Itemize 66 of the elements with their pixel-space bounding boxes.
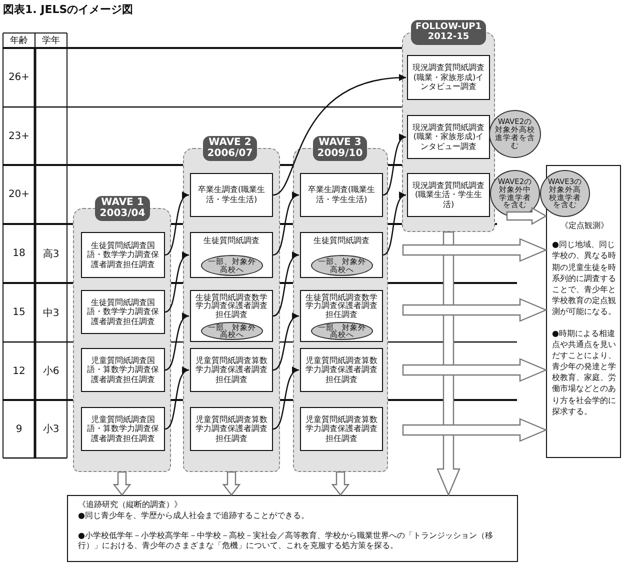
block-arrow: [331, 471, 350, 496]
survey-box: 現況調査質問紙調査(職業・家族形成)インタビュー調査: [407, 115, 490, 159]
age-label: 15: [12, 306, 26, 320]
wave-tab: WAVE 2 2006/07: [203, 136, 257, 161]
survey-box: 卒業生調査(職業生活・学生生活): [300, 173, 383, 217]
curved-arrow: [164, 368, 190, 430]
survey-box: 児童質問紙調査算数学力調査保護者調査担任調査: [190, 348, 273, 392]
figure-title: 図表1. JELSのイメージ図: [3, 2, 134, 17]
curved-arrow: [272, 368, 300, 430]
block-arrow: [402, 298, 548, 322]
survey-box: 卒業生調査(職業生活・学生生活): [190, 173, 273, 217]
grade-label: 小6: [42, 364, 60, 379]
note-heading: 《定点観測》: [560, 220, 610, 232]
survey-box: 現況調査質問紙調査(職業生活・学生生活): [407, 173, 490, 217]
survey-box: [300, 232, 383, 278]
curved-arrow: [272, 74, 406, 196]
block-arrow: [506, 206, 548, 226]
survey-box: 児童質問紙調査算数学力調査保護者調査担任調査: [300, 407, 383, 451]
block-arrow: [402, 418, 548, 442]
survey-text: 生徒質問紙調査: [204, 236, 260, 246]
grade-label: 中3: [42, 306, 60, 320]
note-box: [546, 165, 621, 458]
survey-box: 児童質問紙調査国語・算数学力調査保護者調査担任調査: [81, 407, 165, 451]
age-label: 18: [12, 247, 26, 261]
survey-box: [190, 232, 273, 278]
curved-arrow: [382, 194, 406, 256]
age-label: 20+: [7, 188, 31, 202]
note-text: ●同じ青少年を、学歴から成人社会まで追跡することができる。: [78, 510, 310, 522]
curved-arrow: [382, 136, 406, 196]
curved-arrow: [164, 314, 190, 371]
age-label: 9: [14, 422, 24, 436]
block-arrow: [222, 471, 241, 496]
survey-box: 児童質問紙調査算数学力調査保護者調査担任調査: [300, 348, 383, 392]
survey-box: 生徒質問紙調査国語・数学学力調査保護者調査担任調査: [81, 290, 165, 334]
note-text: ●同じ地域、同じ学校の、異なる時期の児童生徒を時系列的に調査することで、青少年と学校教育の定点観測が可能になる。: [552, 239, 617, 318]
curved-arrow: [164, 194, 190, 256]
survey-box: 児童質問紙調査国語・算数学力調査保護者調査担任調査: [81, 348, 165, 392]
curved-arrow: [272, 254, 300, 317]
grade-label: 小3: [42, 422, 60, 437]
block-arrow: [402, 238, 548, 262]
wave-tab: FOLLOW-UP1 2012-15: [411, 20, 486, 45]
survey-box: 児童質問紙調査算数学力調査保護者調査担任調査: [190, 407, 273, 451]
note-heading: 《追跡研究（縦断的調査）》: [78, 500, 183, 511]
note-text: ●時期による相違点や共通点を見いだすことにより、青少年の発達と学校教育、家庭、労働市場などとのあり方を社会学的に探求する。: [552, 328, 617, 417]
wave-tab: WAVE 1 2003/04: [95, 196, 150, 221]
column-header: 学年: [41, 35, 61, 46]
survey-box: [300, 290, 383, 342]
survey-text: 生徒質問紙調査: [314, 236, 370, 246]
age-label: 12: [12, 364, 26, 378]
survey-text: 生徒質問紙調査数学学力調査保護者調査担任調査: [304, 294, 378, 320]
curved-arrow: [272, 194, 300, 256]
curved-arrow: [272, 314, 300, 371]
survey-box: 現況調査質問紙調査(職業・家族形成)インタビュー調査: [407, 55, 490, 100]
note-box: [67, 495, 518, 562]
age-label: 23+: [7, 130, 31, 144]
age-label: 26+: [7, 71, 31, 85]
survey-box: 生徒質問紙調査国語・数学学力調査保護者調査担任調査: [81, 232, 165, 278]
block-arrow: [402, 358, 548, 382]
block-arrow: [112, 471, 132, 496]
wave-tab: WAVE 3 2009/10: [313, 136, 367, 161]
grade-label: 高3: [42, 248, 60, 262]
column-header: 年齢: [9, 35, 29, 46]
curved-arrow: [164, 254, 190, 313]
note-text: ●小学校低学年－小学校高学年－中学校－高校－実社会／高等教育、学校から職業世界への「トランジッション（移行）」における、青少年のさまざまな「危機」について、これを克服する処方策を探る。: [78, 530, 494, 552]
survey-text: 生徒質問紙調査数学学力調査保護者調査担任調査: [194, 294, 268, 320]
survey-box: [190, 290, 273, 342]
